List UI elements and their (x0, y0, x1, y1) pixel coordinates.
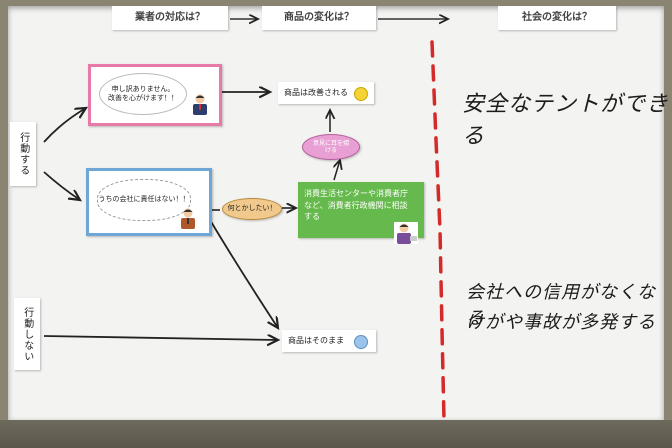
product-improved-card: 商品は改善される (278, 82, 374, 104)
product-unchanged-text: 商品はそのまま (288, 335, 344, 345)
not-responsible-bubble: うちの会社に責任はない！！ (97, 179, 191, 221)
company-trust-handwriting: 会社への信用がなくなる (466, 282, 656, 329)
want-to-act-oval: 何とかしたい！ (222, 198, 282, 220)
want-to-act-text: 何とかしたい！ (227, 204, 277, 213)
product-unchanged-card: 商品はそのまま (282, 330, 376, 352)
header-society-change: 社会の変化は？ (498, 6, 616, 30)
sad-face-icon (354, 335, 368, 349)
apology-text: 申し訳ありません。 改善を心がけます！！ (108, 84, 178, 102)
product-improved-text: 商品は改善される (284, 87, 348, 97)
smiley-icon (354, 87, 368, 101)
header-company-response: 業者の対応は？ (112, 6, 228, 30)
board-ledge (0, 420, 672, 448)
safe-tent-handwriting: 安全なテントができる (462, 92, 670, 149)
side-label-not-act: 行動しない (14, 298, 40, 370)
accidents-handwriting: けがや事故が多発する (466, 312, 656, 333)
header-product-change: 商品の変化は？ (262, 6, 376, 30)
businessman-figure (193, 94, 207, 115)
listen-opinion-text: 意見に耳を傾ける (313, 139, 350, 154)
apology-card: 申し訳ありません。 改善を心がけます！！ (88, 64, 222, 126)
side-label-not-act-text: 行動しない (21, 306, 33, 362)
side-label-act: 行動する (10, 122, 36, 186)
not-responsible-text: うちの会社に責任はない！！ (98, 195, 190, 204)
side-label-act-text: 行動する (17, 132, 29, 176)
listen-opinion-oval: 意見に耳を傾ける (302, 134, 360, 160)
apology-bubble: 申し訳ありません。 改善を心がけます！！ (99, 73, 187, 115)
angry-businessman-figure (181, 208, 195, 229)
consult-agency-text: 消費生活センターや消費者庁など、消費者行政機関に相談する (304, 189, 408, 222)
consumer-figure (394, 222, 418, 244)
not-responsible-card: うちの会社に責任はない！！ (86, 168, 212, 236)
